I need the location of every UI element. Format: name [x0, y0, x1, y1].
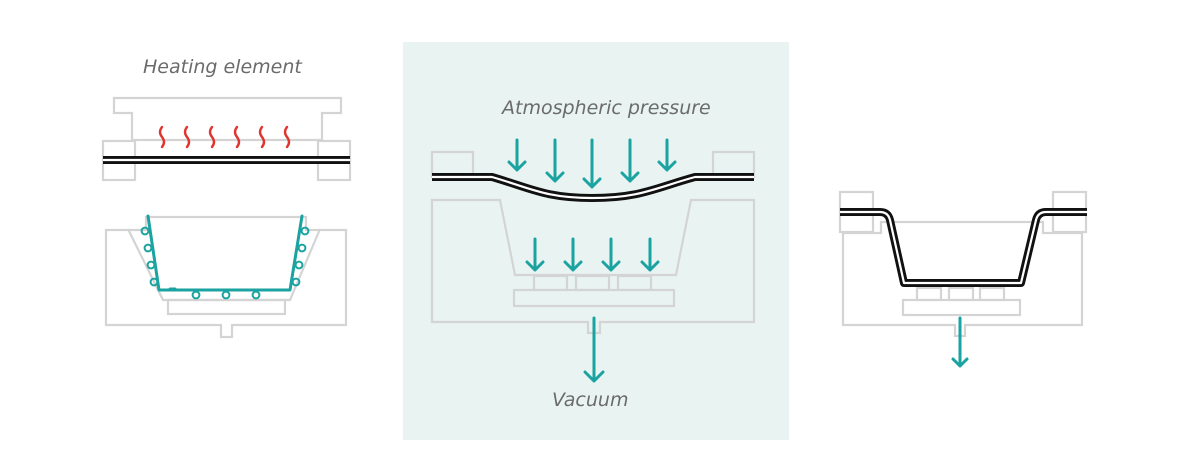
atmospheric-pressure-arrows — [507, 138, 677, 189]
stage-1-heating — [101, 96, 352, 339]
vacuum-outlet-arrow — [951, 316, 969, 368]
inner-vacuum-arrows — [525, 237, 660, 272]
formed-plastic-sheet — [840, 208, 1087, 287]
vacuum-chamber — [901, 298, 1022, 317]
heating-element-label: Heating element — [143, 56, 302, 78]
vacuum-holes — [140, 226, 310, 300]
vent-slot — [947, 286, 975, 302]
mold-body — [104, 215, 348, 339]
mold-body — [430, 198, 756, 335]
vacuum-channels — [146, 214, 304, 292]
stage-2-highlight-panel — [403, 42, 789, 440]
stage-3-formed — [838, 190, 1088, 368]
vacuum-outlet-arrow — [583, 316, 605, 383]
heat-waves — [158, 125, 291, 149]
mold-body — [841, 220, 1084, 338]
heater-housing — [112, 96, 343, 142]
vent-slot — [915, 286, 943, 302]
atmospheric-pressure-label: Atmospheric pressure — [502, 97, 711, 119]
vent-slot — [532, 274, 569, 292]
vacuum-chamber — [512, 288, 676, 308]
vent-slot — [978, 286, 1006, 302]
vacuum-chamber — [166, 298, 287, 316]
vent-slot — [574, 274, 611, 292]
plastic-sheet — [432, 173, 754, 202]
vent-slot — [616, 274, 653, 292]
vacuum-label: Vacuum — [552, 389, 629, 411]
stage-2-forming — [430, 138, 756, 383]
